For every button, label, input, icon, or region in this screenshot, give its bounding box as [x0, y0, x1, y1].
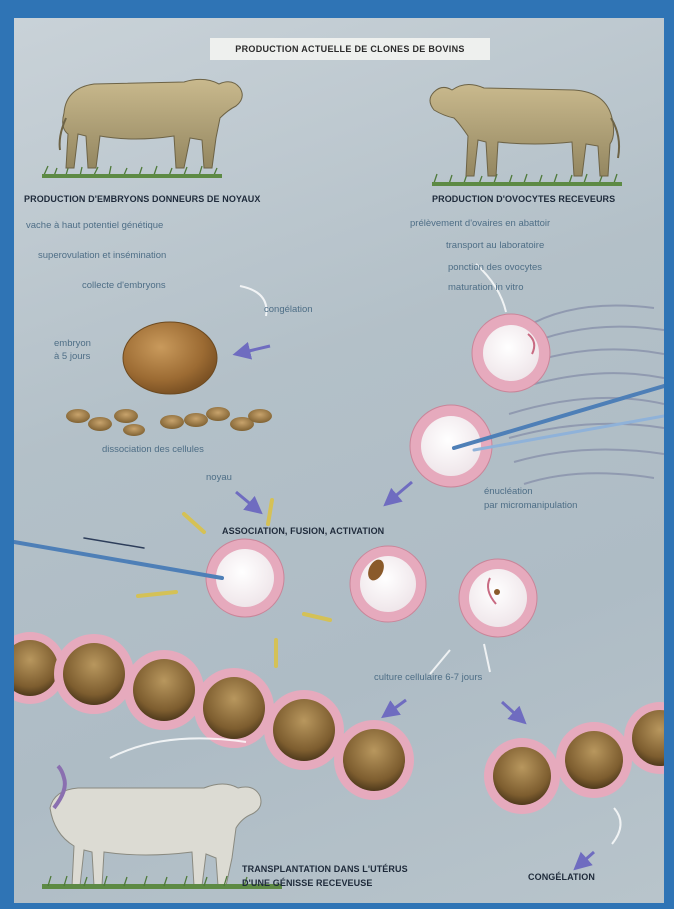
blastocyst-chain-left: [14, 632, 414, 800]
label-micromanipulation: par micromanipulation: [484, 500, 577, 511]
enucleation-oocyte-illustration: [410, 405, 492, 487]
step-superovulation: superovulation et insémination: [38, 250, 166, 261]
step-high-genetic-cow: vache à haut potentiel génétique: [26, 220, 163, 231]
recipient-oocyte-production-header: PRODUCTION D'OVOCYTES RECEVEURS: [432, 194, 615, 204]
recipient-cow-illustration: [430, 84, 619, 176]
label-recipient-heifer: D'UNE GÉNISSE RECEVEUSE: [242, 878, 372, 888]
dissociated-cells-illustration: [66, 407, 272, 436]
label-cell-dissociation: dissociation des cellules: [102, 444, 204, 455]
label-embryo-age: à 5 jours: [54, 351, 90, 362]
label-congelation-top: congélation: [264, 304, 313, 315]
label-enucleation: énucléation: [484, 486, 533, 497]
micropipette-right: [454, 386, 664, 450]
diagram-title: PRODUCTION ACTUELLE DE CLONES DE BOVINS: [210, 38, 490, 60]
diagram-canvas: [14, 18, 664, 903]
step-ovary-collection: prélèvement d'ovaires en abattoir: [410, 218, 550, 229]
micropipette-left: [14, 538, 222, 578]
fusion-oocyte-3: [459, 559, 537, 637]
label-cell-culture: culture cellulaire 6-7 jours: [374, 672, 482, 683]
label-transplantation: TRANSPLANTATION DANS L'UTÉRUS: [242, 864, 408, 874]
diagram-panel: PRODUCTION ACTUELLE DE CLONES DE BOVINS …: [14, 18, 664, 903]
fusion-oocyte-2: [350, 546, 426, 622]
donor-embryo-illustration: [123, 322, 217, 394]
step-oocyte-puncture: ponction des ovocytes: [448, 262, 542, 273]
label-nucleus: noyau: [206, 472, 232, 483]
step-transport-lab: transport au laboratoire: [446, 240, 544, 251]
grass-right: [432, 174, 622, 186]
donor-embryo-production-header: PRODUCTION D'EMBRYONS DONNEURS DE NOYAUX: [24, 194, 261, 204]
label-embryo: embryon: [54, 338, 91, 349]
donor-cow-illustration: [60, 79, 243, 168]
step-in-vitro-maturation: maturation in vitro: [448, 282, 524, 293]
label-association-fusion-activation: ASSOCIATION, FUSION, ACTIVATION: [222, 526, 384, 536]
blastocyst-chain-right: [484, 702, 664, 814]
step-embryo-collection: collecte d'embryons: [82, 280, 166, 291]
recipient-oocyte-illustration: [472, 314, 550, 392]
label-congelation-bottom: CONGÉLATION: [528, 872, 595, 882]
